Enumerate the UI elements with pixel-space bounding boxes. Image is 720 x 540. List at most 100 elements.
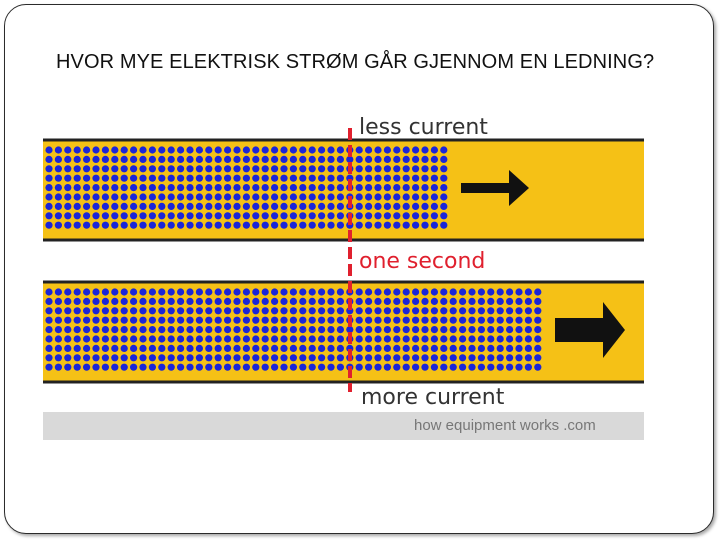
electron-dot <box>440 155 448 163</box>
electron-dot <box>365 354 373 362</box>
slide-title: HVOR MYE ELEKTRISK STRØM GÅR GJENNOM EN … <box>56 51 655 73</box>
electron-dot <box>289 221 297 229</box>
electron-dot <box>261 184 269 192</box>
electron-dot <box>449 344 457 352</box>
electron-dot <box>289 297 297 305</box>
electron-dot <box>355 165 363 173</box>
electron-dot <box>158 184 166 192</box>
electron-dot <box>224 297 232 305</box>
electron-dot <box>252 335 260 343</box>
electron-dot <box>374 363 382 371</box>
electron-dot <box>280 307 288 315</box>
electron-dot <box>252 344 260 352</box>
electron-dot <box>271 288 279 296</box>
electron-dot <box>158 202 166 210</box>
electron-dot <box>101 307 109 315</box>
electron-dot <box>120 288 128 296</box>
electron-dot <box>524 335 532 343</box>
electron-dot <box>496 335 504 343</box>
electron-dot <box>224 193 232 201</box>
electron-dot <box>148 354 156 362</box>
electron-dot <box>252 354 260 362</box>
electron-dot <box>506 363 514 371</box>
electron-dot <box>205 155 213 163</box>
electron-dot <box>148 202 156 210</box>
electron-dot <box>318 288 326 296</box>
electron-dot <box>64 307 72 315</box>
electron-dot <box>402 344 410 352</box>
electron-dot <box>45 174 53 182</box>
electron-dot <box>271 174 279 182</box>
electron-dot <box>421 155 429 163</box>
electron-dot <box>402 288 410 296</box>
electron-dot <box>242 202 250 210</box>
electron-dot <box>92 363 100 371</box>
electron-dot <box>83 212 91 220</box>
arrow-right-icon <box>555 302 625 358</box>
electron-dot <box>205 146 213 154</box>
electron-dot <box>327 363 335 371</box>
electron-dot <box>195 297 203 305</box>
electron-dot <box>45 363 53 371</box>
electron-dot <box>83 335 91 343</box>
electron-dot <box>224 316 232 324</box>
electron-dot <box>365 363 373 371</box>
electron-dot <box>289 202 297 210</box>
label-more-current: more current <box>361 385 505 410</box>
electron-dot <box>167 316 175 324</box>
electron-dot <box>111 202 119 210</box>
electron-dot <box>101 155 109 163</box>
electron-dot <box>402 174 410 182</box>
electron-dot <box>120 316 128 324</box>
electron-dot <box>101 221 109 229</box>
electron-dot <box>139 212 147 220</box>
electron-dot <box>318 344 326 352</box>
electron-dot <box>148 165 156 173</box>
electron-dot <box>318 165 326 173</box>
electron-dot <box>233 307 241 315</box>
electron-dot <box>308 174 316 182</box>
electron-dot <box>177 193 185 201</box>
electron-dot <box>299 335 307 343</box>
electron-dot <box>299 288 307 296</box>
electron-dot <box>139 354 147 362</box>
electron-dot <box>224 155 232 163</box>
electron-dot <box>524 307 532 315</box>
electron-dot <box>355 184 363 192</box>
electron-dot <box>534 307 542 315</box>
electron-dot <box>440 212 448 220</box>
electron-dot <box>336 212 344 220</box>
electron-dot <box>167 326 175 334</box>
electron-dot <box>233 221 241 229</box>
electron-dot <box>430 363 438 371</box>
electron-dot <box>224 174 232 182</box>
electron-dot <box>318 363 326 371</box>
electron-dot <box>233 184 241 192</box>
electron-dot <box>205 288 213 296</box>
electron-dot <box>120 174 128 182</box>
electron-dot <box>54 174 62 182</box>
electron-dot <box>421 297 429 305</box>
electron-dot <box>252 316 260 324</box>
electron-dot <box>280 354 288 362</box>
electron-dot <box>111 174 119 182</box>
electron-dot <box>506 344 514 352</box>
electron-dot <box>92 307 100 315</box>
electron-dot <box>318 221 326 229</box>
electron-dot <box>299 344 307 352</box>
electron-dot <box>139 146 147 154</box>
electron-dot <box>167 344 175 352</box>
electron-dot <box>318 155 326 163</box>
electron-dot <box>393 316 401 324</box>
electron-dot <box>186 184 194 192</box>
electron-dot <box>64 184 72 192</box>
electron-dot <box>383 297 391 305</box>
electron-dot <box>412 202 420 210</box>
electron-dot <box>280 297 288 305</box>
electron-dot <box>280 221 288 229</box>
electron-dot <box>374 193 382 201</box>
electron-dot <box>54 155 62 163</box>
electron-dot <box>440 307 448 315</box>
electron-dot <box>224 363 232 371</box>
electron-dot <box>412 155 420 163</box>
